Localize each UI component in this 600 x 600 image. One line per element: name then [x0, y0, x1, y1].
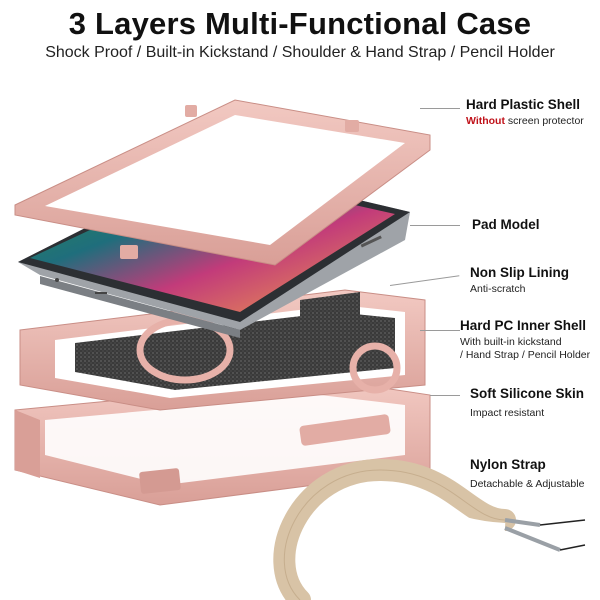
callout-silicone-skin: Soft Silicone Skin Impact resistant	[470, 386, 584, 420]
callout-detail-text: screen protector	[507, 115, 584, 127]
callout-emphasis: Without	[466, 115, 505, 127]
callout-detail: With built-in kickstand	[460, 336, 562, 348]
lining-layer	[300, 292, 360, 328]
callout-detail: Detachable & Adjustable	[470, 478, 585, 490]
callout-detail: Anti-scratch	[470, 283, 526, 295]
callout-heading: Hard PC Inner Shell	[460, 318, 587, 333]
product-title: 3 Layers Multi-Functional Case	[68, 6, 532, 41]
callout-pad-model: Pad Model	[472, 217, 540, 232]
callout-inner-shell: Hard PC Inner Shell With built-in kickst…	[460, 318, 590, 362]
inner-shell-layer	[19, 289, 426, 411]
nylon-strap	[273, 458, 586, 600]
callout-strap: Nylon Strap Detachable & Adjustable	[470, 457, 584, 491]
callout-heading: Nylon Strap	[470, 457, 546, 472]
leader-line-plastic-shell	[420, 108, 460, 109]
callout-heading: Soft Silicone Skin	[470, 386, 585, 401]
callout-heading: Pad Model	[472, 217, 540, 232]
plastic-shell-layer	[14, 99, 431, 266]
callout-detail: Without screen protector	[466, 115, 584, 128]
callout-heading: Non Slip Lining	[470, 265, 569, 280]
callout-detail: Impact resistant	[470, 407, 545, 419]
callout-plastic-shell: Hard Plastic Shell Without screen protec…	[466, 97, 584, 128]
callout-heading: Hard Plastic Shell	[466, 97, 581, 112]
leader-line-inner-shell	[420, 330, 460, 331]
leader-line-silicone-skin	[430, 395, 460, 396]
callout-lining: Non Slip Lining Anti-scratch	[470, 265, 569, 296]
callout-detail-2: / Hand Strap / Pencil Holder	[460, 349, 591, 361]
leader-line-pad-model	[410, 225, 460, 226]
product-subtitle: Shock Proof / Built-in Kickstand / Shoul…	[45, 44, 555, 61]
